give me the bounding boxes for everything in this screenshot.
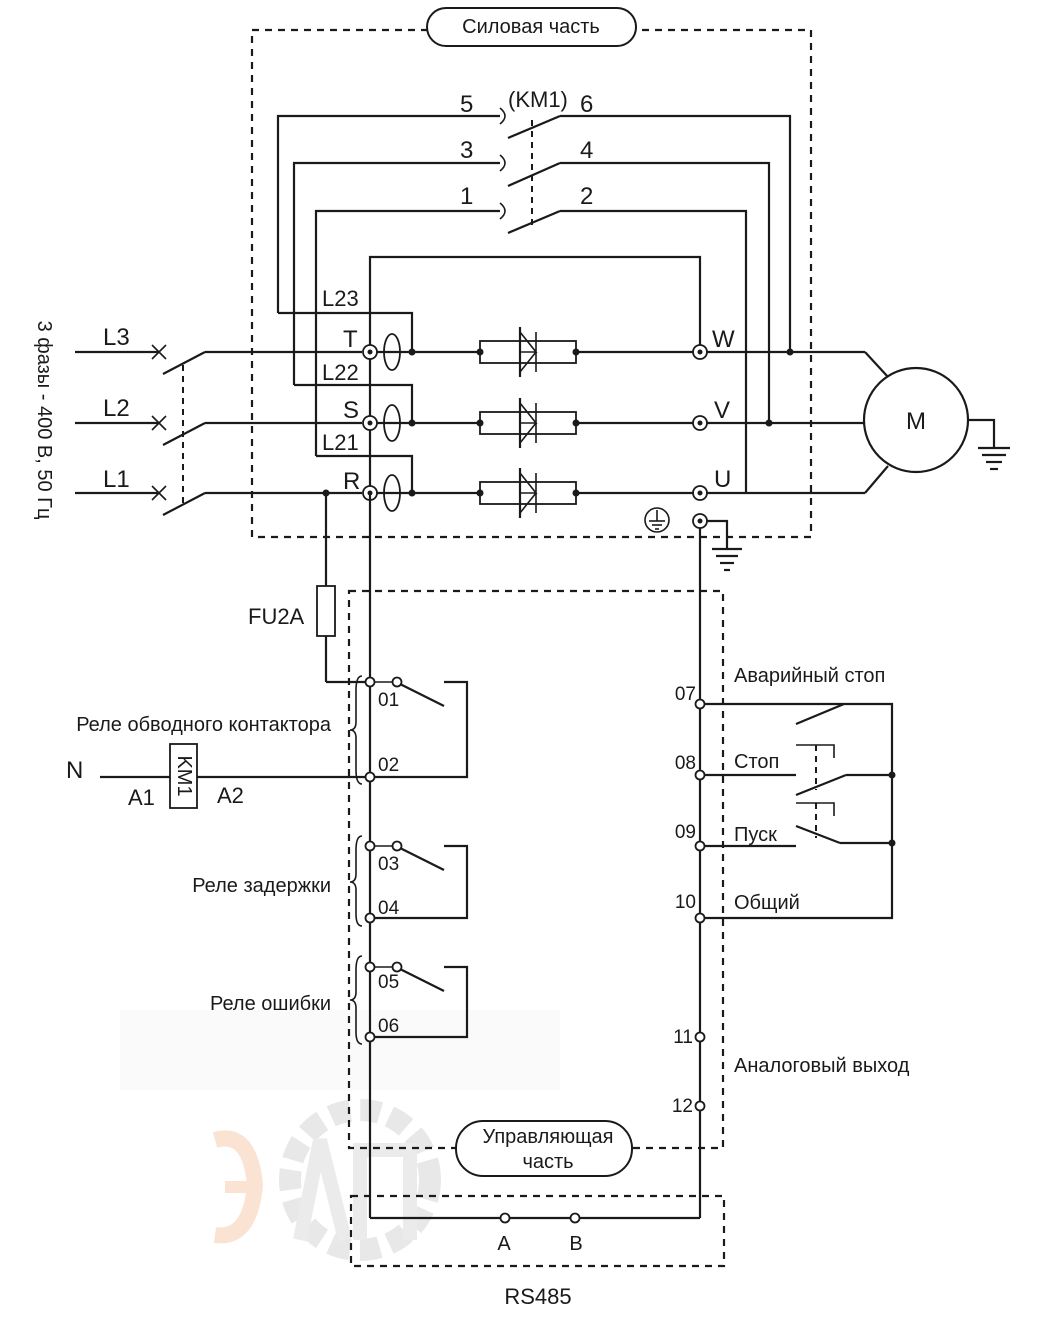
rs485-label: RS485	[504, 1284, 571, 1309]
coil-a2-label: A2	[217, 783, 244, 808]
input-pin-08: 08	[675, 753, 696, 774]
relay-bypass	[349, 675, 469, 785]
tap-l22-label: L22	[322, 360, 359, 385]
watermark-logo	[120, 1010, 560, 1261]
km1-pin-1: 1	[460, 183, 473, 210]
coil-km1	[100, 743, 370, 809]
relay-bypass-label: Реле обводного контактора	[76, 714, 332, 736]
tap-l23-label: L23	[322, 286, 359, 311]
terminal-s-label: S	[343, 397, 359, 424]
start-button	[704, 802, 892, 848]
relay-delay-label: Реле задержки	[192, 875, 331, 897]
relay-pin-06: 06	[378, 1016, 399, 1037]
control-block-title-frame	[455, 1120, 633, 1177]
control-block-title-line2: часть	[522, 1151, 573, 1173]
terminal-v-label: V	[714, 397, 730, 424]
coil-label: KM1	[173, 755, 195, 796]
terminal-u-label: U	[714, 466, 731, 493]
motor-label: M	[906, 408, 926, 435]
km1-pin-6: 6	[580, 91, 593, 118]
motor	[862, 351, 1010, 494]
relay-pin-03: 03	[378, 854, 399, 875]
relay-pin-04: 04	[378, 898, 400, 919]
thyristor-modules	[476, 327, 580, 518]
tap-l21-label: L21	[322, 430, 359, 455]
phase-l1-label: L1	[103, 466, 130, 493]
input-pin-09: 09	[675, 822, 696, 843]
terminal-w-label: W	[712, 326, 735, 353]
ground-icon	[644, 507, 670, 533]
power-block-title-frame	[426, 7, 637, 47]
relay-error	[349, 955, 469, 1045]
relay-pin-01: 01	[378, 690, 399, 711]
stop-label: Стоп	[734, 751, 779, 773]
input-pin-11: 11	[673, 1027, 693, 1048]
terminal-t-label: T	[343, 326, 358, 353]
rs485-terminal-a	[499, 1212, 511, 1224]
relay-error-label: Реле ошибки	[210, 993, 331, 1015]
supply-voltage-label: 3 фазы - 400 В, 50 Гц	[33, 321, 55, 520]
relay-delay	[349, 835, 469, 927]
km1-pin-4: 4	[580, 137, 593, 164]
contactor-km1	[276, 107, 792, 493]
output-terminals	[692, 344, 865, 529]
relay-pin-02: 02	[378, 755, 399, 776]
relay-pin-05: 05	[378, 972, 399, 993]
emergency-stop-label: Аварийный стоп	[734, 665, 885, 687]
phase-l2-label: L2	[103, 395, 130, 422]
fuse-fu2a	[316, 493, 370, 684]
neutral-label: N	[66, 757, 83, 784]
analog-output-label: Аналоговый выход	[734, 1055, 910, 1077]
ground-icon	[707, 519, 742, 572]
common-label: Общий	[734, 892, 800, 914]
coil-a1-label: A1	[128, 785, 155, 810]
phase-l3-label: L3	[103, 324, 130, 351]
power-block-title: Силовая часть	[462, 16, 600, 38]
rs485-block-outline	[349, 1194, 726, 1268]
input-pin-07: 07	[675, 684, 696, 705]
stop-button	[704, 744, 892, 797]
rs485-terminal-b	[569, 1212, 581, 1224]
km1-pin-2: 2	[580, 183, 593, 210]
terminal-r-label: R	[343, 468, 360, 495]
supply-lines	[75, 344, 362, 516]
km1-pin-3: 3	[460, 137, 473, 164]
control-block-title-line1: Управляющая	[483, 1126, 614, 1148]
bypass-loop-wire	[368, 255, 702, 493]
input-terminals-right	[694, 698, 706, 1112]
fuse-label: FU2A	[248, 604, 305, 629]
rs485-a-label: A	[497, 1233, 511, 1255]
input-pin-10: 10	[675, 892, 696, 913]
input-pin-12: 12	[672, 1096, 693, 1117]
rs485-b-label: B	[569, 1233, 582, 1255]
start-label: Пуск	[734, 824, 777, 846]
km1-name: (KM1)	[508, 87, 568, 112]
emergency-stop-switch	[704, 702, 896, 920]
km1-pin-5: 5	[460, 91, 473, 118]
terminal-taps	[278, 311, 414, 493]
